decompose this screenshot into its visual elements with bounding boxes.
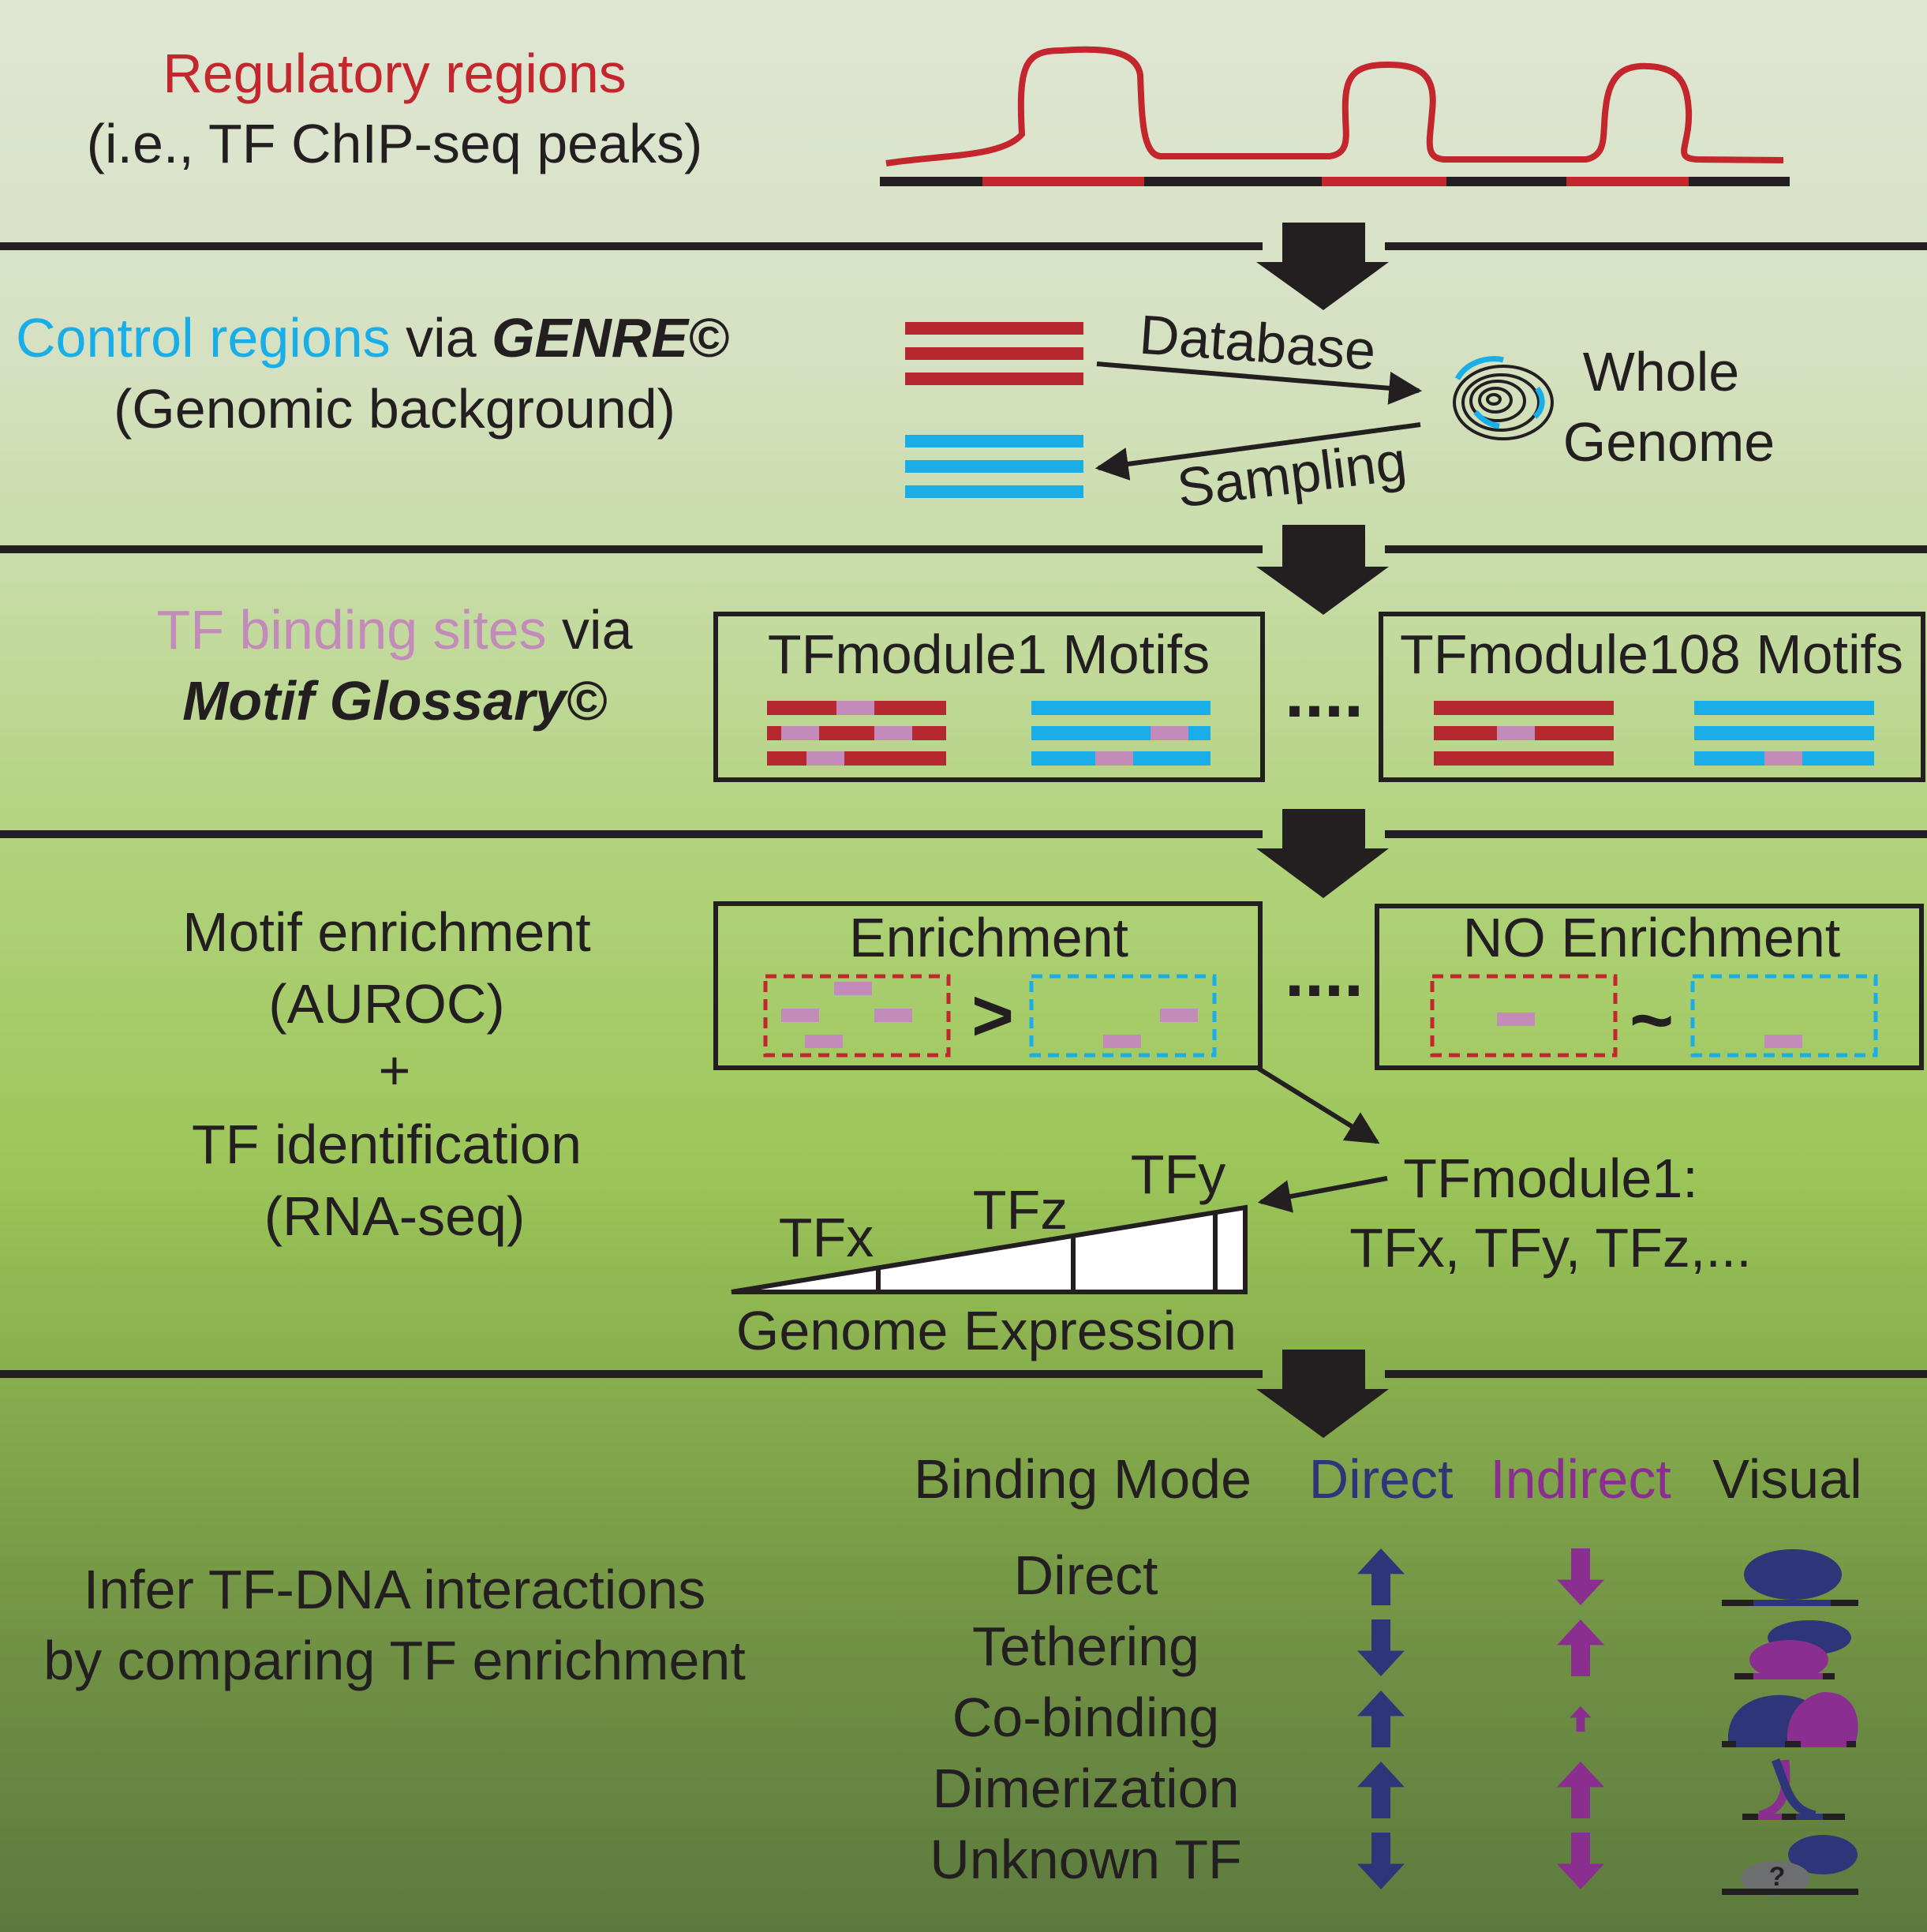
whole-label: Whole: [1583, 341, 1739, 402]
down-arrow-icon: [1256, 223, 1389, 310]
tfmodule1-label: TFmodule1 Motifs: [768, 623, 1210, 685]
tfmodule108-box: TFmodule108 Motifs: [1379, 612, 1925, 782]
motif-glossary-label: Motif Glossary©: [182, 670, 607, 732]
header-indirect: Indirect: [1490, 1448, 1671, 1510]
flow-arrows: [1256, 223, 1389, 1438]
tf-identification-label: TF identification: [192, 1114, 582, 1175]
tf-to-expression-arrow: [1257, 1176, 1388, 1213]
visual-direct: [1722, 1549, 1858, 1606]
tfy-label: TFy: [1131, 1144, 1226, 1205]
step4-left-text: Motif enrichment (AUROC) + TF identifica…: [182, 901, 590, 1247]
visual-co-binding: [1722, 1692, 1858, 1747]
chip-seq-peaks-illustration: [880, 46, 1790, 186]
regulatory-region-bars: [905, 322, 1083, 385]
direct-down-arrow-icon: [1357, 1619, 1405, 1676]
direct-arrow-column: [1357, 1548, 1405, 1889]
down-arrow-icon: [1256, 1350, 1389, 1438]
tfmodule1-tf-list-title: TFmodule1:: [1403, 1148, 1697, 1209]
header-binding-mode: Binding Mode: [914, 1448, 1252, 1510]
greater-than-symbol: >: [971, 975, 1014, 1056]
enrichment-label: Enrichment: [849, 907, 1128, 968]
indirect-down-arrow-icon: [1557, 1548, 1604, 1605]
infer-interactions-line1: Infer TF-DNA interactions: [84, 1559, 705, 1620]
visual-unknown-tf: ?: [1722, 1835, 1858, 1896]
header-visual: Visual: [1712, 1448, 1862, 1510]
control-region-bars: [905, 435, 1083, 498]
regulatory-regions-subtitle: (i.e., TF ChIP-seq peaks): [87, 113, 703, 174]
indirect-up-arrow-icon: [1557, 1762, 1604, 1818]
genomic-background-subtitle: (Genomic background): [114, 378, 675, 440]
similar-symbol: ~: [1630, 978, 1674, 1062]
down-arrow-icon: [1256, 809, 1389, 898]
direct-up-arrow-icon: [1357, 1690, 1405, 1747]
genome-label: Genome: [1563, 411, 1775, 473]
direct-up-arrow-icon: [1357, 1548, 1405, 1605]
whole-genome-icon: [1453, 356, 1554, 440]
indirect-up-arrow-icon: [1557, 1619, 1604, 1676]
mode-dimerization: Dimerization: [933, 1758, 1240, 1819]
unknown-question-mark: ?: [1769, 1862, 1786, 1892]
enrichment-ellipsis: ....: [1285, 933, 1364, 1012]
motif-enrichment-label: Motif enrichment: [182, 901, 590, 963]
genome-expression-label: Genome Expression: [736, 1300, 1237, 1361]
direct-up-arrow-icon: [1357, 1762, 1405, 1818]
tfx-label: TFx: [779, 1207, 874, 1268]
tfmodule108-label: TFmodule108 Motifs: [1400, 623, 1903, 685]
no-enrichment-box: NO Enrichment ~: [1375, 904, 1924, 1070]
sampling-arrow: [1094, 422, 1421, 481]
section-dividers: [0, 242, 1927, 1378]
header-direct: Direct: [1309, 1448, 1454, 1510]
plus-label: +: [379, 1039, 411, 1101]
module-to-tf-arrow: [1257, 1066, 1380, 1144]
direct-down-arrow-icon: [1357, 1833, 1405, 1889]
mode-tethering: Tethering: [972, 1616, 1199, 1677]
chip-seq-signal-curve: [885, 46, 1784, 167]
tfmodule1-tf-list: TFx, TFy, TFz,...: [1349, 1217, 1751, 1279]
auroc-label: (AUROC): [268, 973, 504, 1035]
tf-binding-sites-heading: TF binding sites via: [156, 599, 632, 661]
tfz-label: TFz: [973, 1179, 1068, 1241]
down-arrow-icon: [1256, 525, 1389, 615]
module-ellipsis: ....: [1285, 653, 1364, 732]
visual-dimerization: [1742, 1758, 1845, 1820]
regulatory-regions-title: Regulatory regions: [163, 43, 627, 104]
expression-wedge: [731, 1204, 1248, 1294]
mode-co-binding: Co-binding: [952, 1687, 1220, 1748]
mode-labels: Direct Tethering Co-binding Dimerization…: [930, 1544, 1242, 1890]
indirect-arrow-column: [1557, 1548, 1604, 1889]
mode-direct: Direct: [1014, 1544, 1158, 1606]
infer-interactions-line2: by comparing TF enrichment: [43, 1630, 746, 1691]
tfmodule1-box: TFmodule1 Motifs: [713, 612, 1265, 782]
mode-unknown-tf: Unknown TF: [930, 1829, 1242, 1890]
indirect-up-arrow-icon: [1570, 1705, 1592, 1732]
control-regions-heading: Control regions via GENRE©: [16, 307, 729, 369]
indirect-down-arrow-icon: [1557, 1833, 1604, 1889]
visual-tethering: [1734, 1620, 1851, 1679]
enrichment-box: Enrichment >: [713, 901, 1263, 1070]
database-arrow: [1096, 361, 1423, 405]
no-enrichment-label: NO Enrichment: [1463, 907, 1840, 968]
rna-seq-label: (RNA-seq): [264, 1185, 526, 1247]
